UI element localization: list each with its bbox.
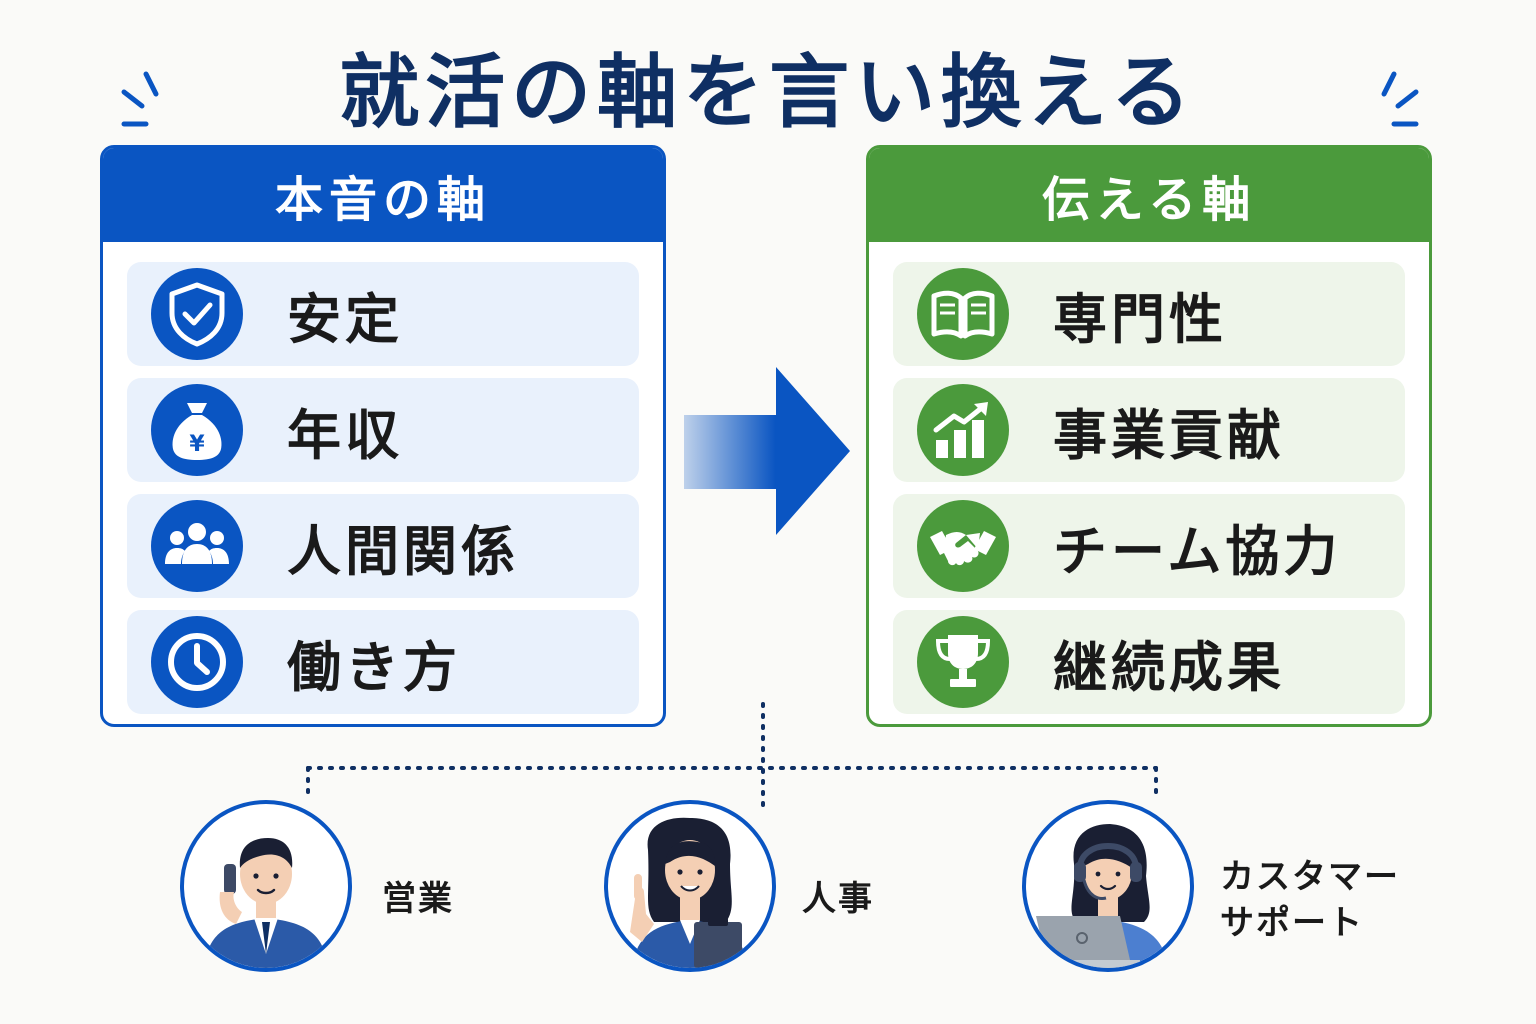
hr-avatar [604, 800, 776, 972]
money-bag-yen-icon: ¥ [151, 384, 243, 476]
sparkle-right-icon [1381, 71, 1419, 127]
trophy-icon [917, 616, 1009, 708]
honne-item-stability: 安定 [127, 262, 639, 366]
people-group-icon [151, 500, 243, 592]
honne-item-label: 年収 [287, 403, 403, 467]
tsutaeru-item-expertise: 専門性 [893, 262, 1405, 366]
handshake-icon [917, 500, 1009, 592]
role-label-support-line1: カスタマー [1220, 857, 1400, 897]
hr-woman-clipboard-icon [630, 817, 748, 968]
tsutaeru-item-sustained-results: 継続成果 [893, 610, 1405, 714]
sales-avatar [180, 800, 352, 972]
honne-axis-header: 本音の軸 [103, 148, 663, 242]
support-woman-headset-icon [1036, 824, 1168, 968]
tsutaeru-item-business-contribution: 事業貢献 [893, 378, 1405, 482]
honne-item-label: 安定 [287, 287, 403, 351]
support-avatar [1022, 800, 1194, 972]
honne-axis-panel: 本音の軸 安定 ¥ 年収 [100, 145, 666, 727]
honne-item-workstyle: 働き方 [127, 610, 639, 714]
svg-text:¥: ¥ [189, 432, 205, 457]
role-label-sales: 営業 [382, 879, 454, 919]
role-label-support: カスタマー サポート [1220, 854, 1400, 946]
clock-icon [151, 616, 243, 708]
tsutaeru-axis-panel: 伝える軸 専門性 [866, 145, 1432, 727]
sparkle-left-icon [121, 71, 159, 127]
growth-chart-icon [917, 384, 1009, 476]
role-label-hr: 人事 [802, 879, 874, 919]
open-book-icon [917, 268, 1009, 360]
transform-arrow-icon [684, 367, 850, 535]
tsutaeru-axis-header: 伝える軸 [869, 148, 1429, 242]
shield-check-icon [151, 268, 243, 360]
honne-item-relationships: 人間関係 [127, 494, 639, 598]
tsutaeru-item-label: チーム協力 [1053, 519, 1342, 583]
tsutaeru-item-teamwork: チーム協力 [893, 494, 1405, 598]
tsutaeru-item-label: 継続成果 [1053, 635, 1285, 699]
page-title: 就活の軸を言い換える [339, 46, 1197, 139]
honne-item-label: 人間関係 [287, 519, 519, 583]
tsutaeru-item-label: 事業貢献 [1053, 403, 1285, 467]
honne-item-label: 働き方 [287, 635, 461, 699]
tsutaeru-item-label: 専門性 [1053, 287, 1227, 351]
honne-item-income: ¥ 年収 [127, 378, 639, 482]
role-label-support-line2: サポート [1220, 903, 1364, 943]
businessman-phone-icon [204, 838, 328, 968]
